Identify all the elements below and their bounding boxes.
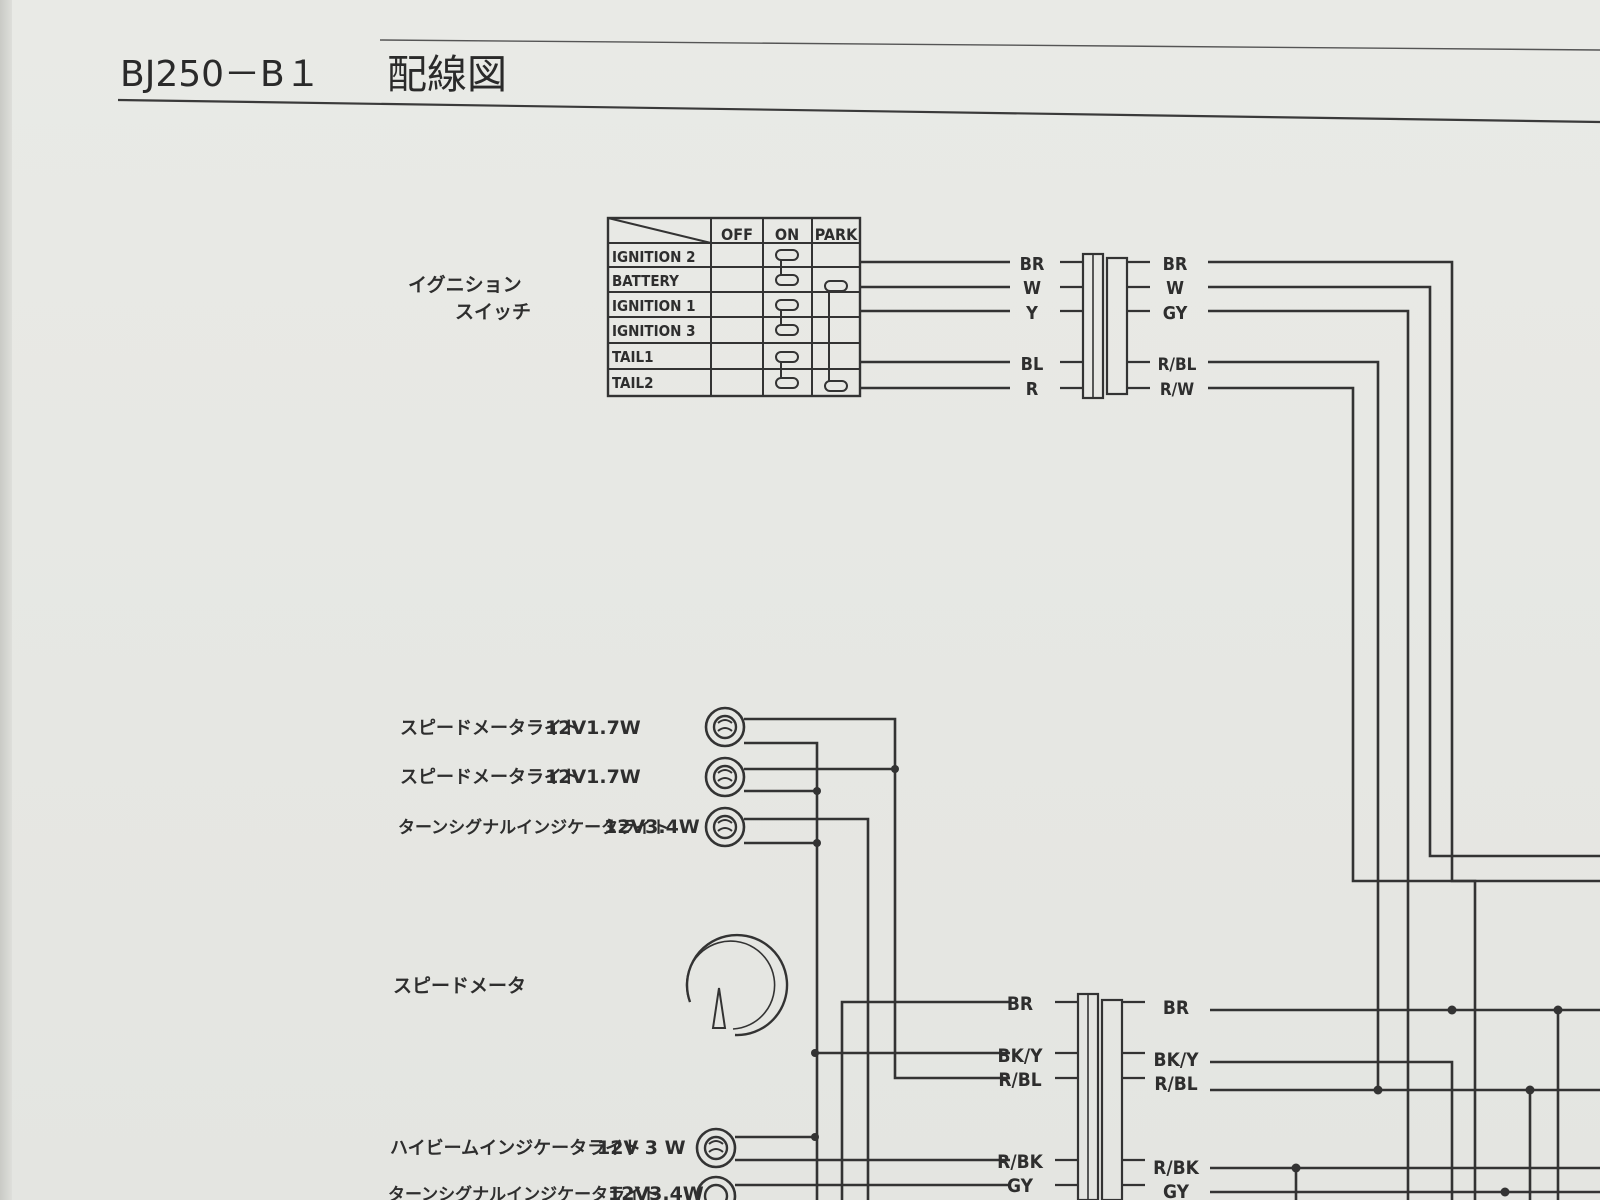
- ignition-switch-label-1: イグニション: [408, 273, 522, 296]
- connector-bottom: BR BK/Y R/BL R/BK GY BR BK/Y R/BL: [997, 992, 1200, 1200]
- lamp-4-label: ハイビームインジケータライト: [390, 1138, 641, 1159]
- ct-left-br: BR: [1020, 254, 1045, 275]
- col-on: ON: [775, 225, 799, 244]
- cb-left-rbk: R/BK: [997, 1151, 1043, 1173]
- cb-left-gy: GY: [1007, 1175, 1034, 1197]
- lamp-4-rating: 12V 3 W: [597, 1137, 686, 1159]
- lamp-5-rating: 12V3.4W: [608, 1183, 704, 1200]
- row-ignition-1: IGNITION 1: [612, 297, 695, 315]
- cb-right-rbk: R/BK: [1153, 1157, 1199, 1179]
- row-ignition-2: IGNITION 2: [612, 248, 695, 266]
- cb-left-br: BR: [1007, 993, 1033, 1015]
- ct-right-rbl: R/BL: [1158, 355, 1197, 375]
- lamp-list: スピードメータライト 12V1.7W スピードメータライト 12V1.7W ター…: [388, 706, 746, 1200]
- speedometer-icon: [685, 933, 789, 1037]
- bulb-icon: [704, 806, 746, 848]
- harness-right-bottom: [1210, 1005, 1600, 1200]
- cb-right-gy: GY: [1163, 1181, 1190, 1200]
- cb-left-rbl: R/BL: [998, 1069, 1041, 1091]
- bulb-icon: [695, 1175, 737, 1200]
- connector-top: BR W Y BL R BR W GY R/BL: [1020, 252, 1197, 400]
- ct-right-gy: GY: [1163, 303, 1188, 324]
- ct-left-bl: BL: [1021, 354, 1044, 375]
- col-off: OFF: [721, 225, 753, 244]
- cb-right-br: BR: [1163, 997, 1189, 1019]
- ct-left-w: W: [1023, 278, 1041, 299]
- ignition-switch-table: OFF ON PARK IGNITION 2 BATTERY IGNITION …: [606, 216, 862, 398]
- row-tail2: TAIL2: [612, 374, 654, 392]
- title-label: 配線図: [387, 52, 507, 98]
- row-ignition-3: IGNITION 3: [612, 322, 695, 340]
- ct-right-w: W: [1166, 278, 1184, 299]
- bulb-icon: [695, 1127, 737, 1169]
- ct-right-br: BR: [1163, 254, 1188, 275]
- lamp-2-label: スピードメータライト: [400, 767, 580, 788]
- top-rule: [379, 39, 1600, 51]
- col-park: PARK: [815, 225, 858, 244]
- cb-right-rbl: R/BL: [1154, 1073, 1197, 1095]
- speedometer-label: スピードメータ: [393, 975, 526, 997]
- page-edge-shadow: [0, 0, 12, 1200]
- bulb-icon: [704, 756, 746, 798]
- row-tail1: TAIL1: [612, 348, 654, 366]
- lamp-2-rating: 12V1.7W: [545, 766, 641, 788]
- ct-left-r: R: [1026, 379, 1039, 400]
- cb-left-bky: BK/Y: [998, 1045, 1044, 1067]
- lamp-3-rating: 12V3.4W: [604, 816, 700, 838]
- lamp-1-rating: 12V1.7W: [545, 717, 641, 739]
- cb-right-bky: BK/Y: [1154, 1049, 1200, 1071]
- ignition-switch-label-2: スイッチ: [455, 301, 531, 323]
- row-battery: BATTERY: [612, 272, 679, 290]
- lamp-wiring: [735, 717, 1010, 1200]
- title-model: BJ250－B１: [120, 54, 321, 95]
- title-underline: [117, 98, 1600, 124]
- lamp-5-label: ターンシグナルインジケータライト: [388, 1184, 659, 1200]
- switch-wires: [860, 260, 1010, 390]
- bulb-icon: [704, 706, 746, 748]
- ct-left-y: Y: [1025, 303, 1038, 324]
- ct-right-rw: R/W: [1160, 380, 1194, 400]
- harness-right-top: [1208, 260, 1600, 1200]
- lamp-1-label: スピードメータライト: [400, 718, 580, 739]
- lamp-3-label: ターンシグナルインジケータライト: [398, 817, 669, 838]
